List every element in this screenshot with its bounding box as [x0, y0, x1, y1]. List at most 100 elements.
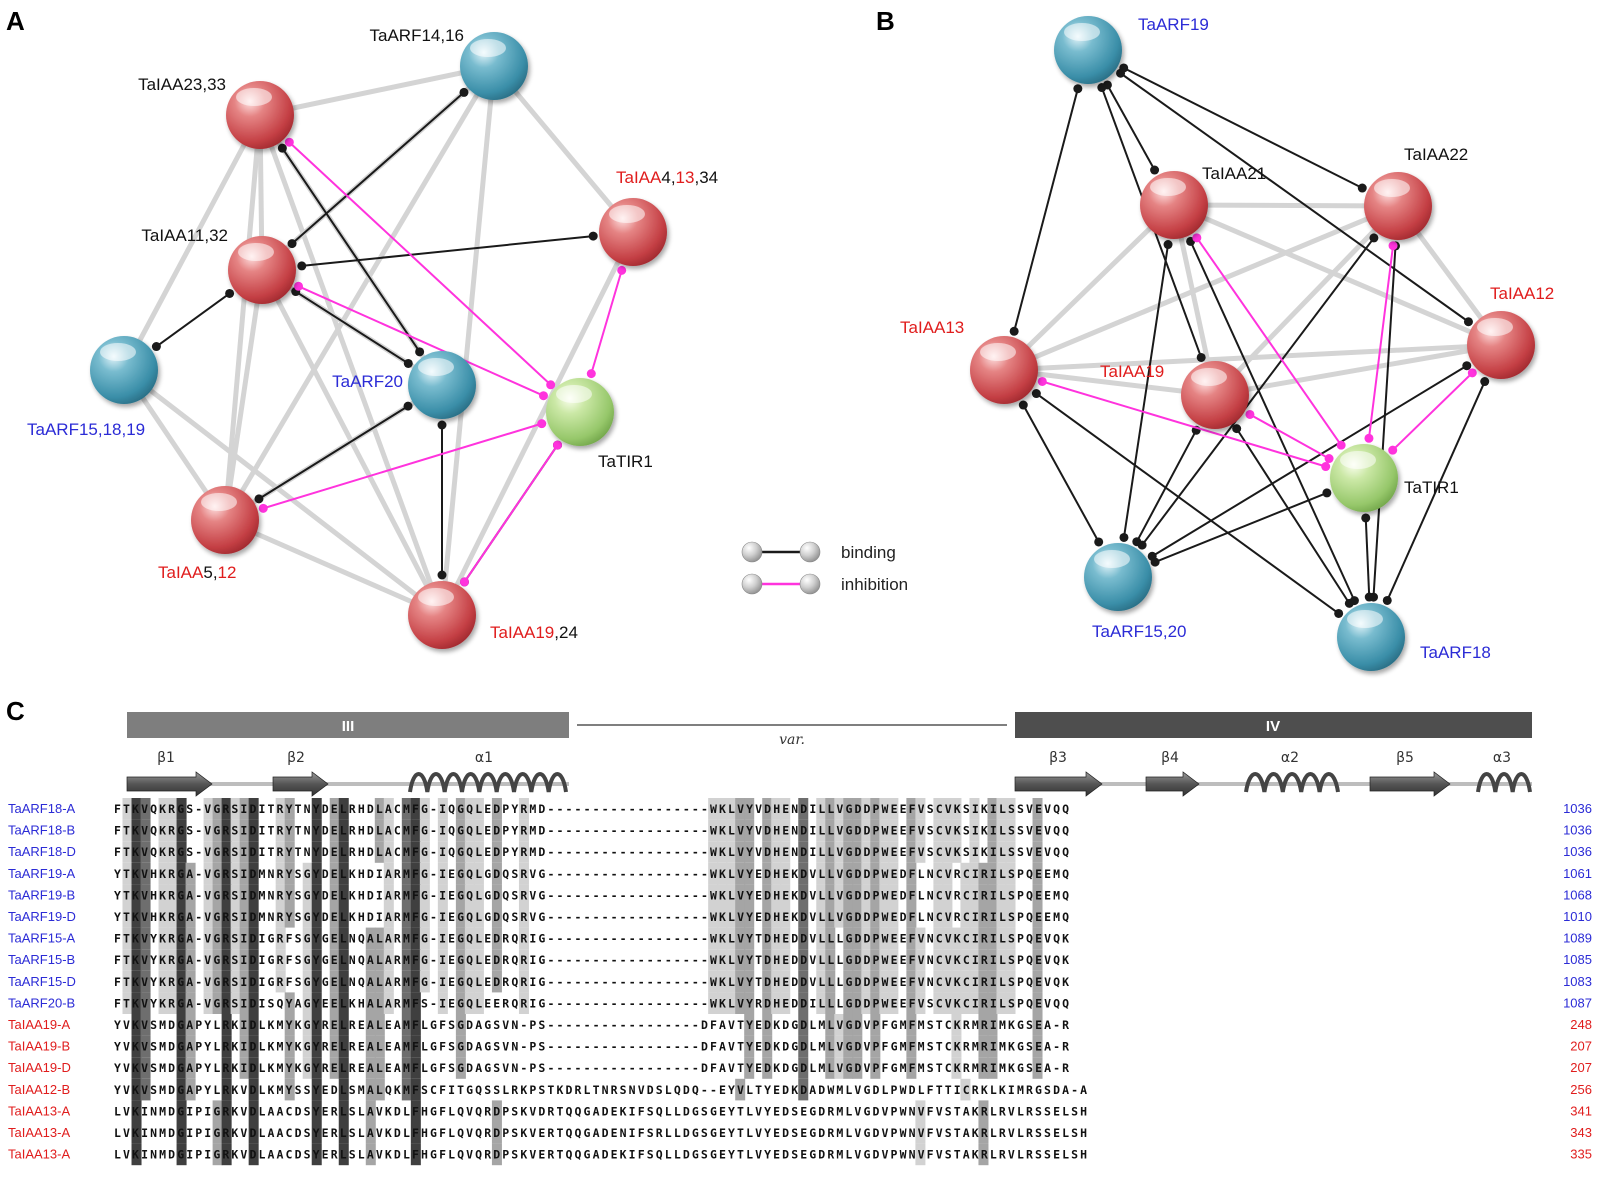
inhibition-edge	[1364, 241, 1398, 443]
background-edge	[223, 517, 444, 618]
inhibition-edge	[284, 137, 556, 390]
node-label: TaTIR1	[598, 452, 653, 471]
node-label: TaIAA13	[900, 318, 964, 337]
sequence-name: TaIAA19-A	[8, 1017, 70, 1032]
node-taiaa21: TaIAA21	[1140, 164, 1266, 239]
sequence-residues: LVKINMDGIPIGRKVDLAACDSYERLSLAVKDLFHGFLQV…	[114, 1148, 1087, 1162]
sequence-name: TaIAA19-B	[8, 1039, 70, 1054]
node-label: TaIAA21	[1202, 164, 1266, 183]
binding-edge	[1382, 377, 1490, 605]
domain-bar-iii: III	[127, 712, 569, 738]
node-taiaa11-32: TaIAA11,32	[141, 226, 296, 304]
binding-edge	[1116, 68, 1473, 327]
beta1-strand: β1	[126, 750, 213, 797]
background-edge	[259, 63, 495, 118]
binding-edge	[287, 87, 469, 249]
domain-iii-label: III	[342, 718, 355, 735]
node-taiaa19-24: TaIAA19,24	[408, 581, 578, 649]
background-edge	[1002, 203, 1176, 372]
background-edge	[1003, 367, 1216, 398]
sequence-length: 1089	[1563, 931, 1592, 946]
panel-letter-c: C	[6, 696, 25, 726]
node-label-part: TaTIR1	[598, 452, 653, 471]
binding-edge	[151, 288, 235, 352]
legend-binding: binding	[741, 541, 896, 563]
sequence-length: 341	[1570, 1103, 1592, 1118]
legend: binding inhibition	[741, 541, 908, 595]
sequence-length: 1036	[1563, 823, 1592, 838]
sequence-length: 207	[1570, 1060, 1592, 1075]
node-label-part: TaTIR1	[1404, 478, 1459, 497]
binding-edge	[437, 420, 447, 580]
node-label: TaIAA4,13,34	[616, 168, 718, 187]
sequence-name: TaARF19-D	[8, 909, 76, 924]
alpha2-helix: α2	[1244, 750, 1340, 793]
beta1-label: β1	[157, 750, 175, 766]
sequence-name: TaARF18-A	[8, 801, 76, 816]
background-edge	[122, 368, 444, 617]
binding-edge	[1031, 389, 1344, 618]
background-edge	[439, 65, 497, 616]
node-label-part: TaARF19	[1138, 15, 1209, 34]
node-label-part: 5,	[203, 563, 217, 582]
node-label-part: TaARF20	[332, 372, 403, 391]
node-taarf20: TaARF20	[332, 351, 476, 419]
binding-edge	[1009, 84, 1083, 336]
domain-bar-iv: IV	[1015, 712, 1532, 738]
node-label-part: TaARF18	[1420, 643, 1491, 662]
node-label: TaIAA12	[1490, 284, 1554, 303]
sequence-length: 335	[1570, 1147, 1592, 1162]
background-edge	[492, 64, 635, 234]
sequence-name: TaARF18-D	[8, 844, 76, 859]
beta5-strand: β5	[1369, 750, 1451, 797]
node-label-part: TaIAA11,32	[141, 226, 228, 245]
domain-var-line: var.	[577, 724, 1007, 748]
node-taiaa5-12: TaIAA5,12	[158, 486, 259, 582]
node-label-part: ,34	[694, 168, 718, 187]
legend-inhibition: inhibition	[741, 573, 908, 595]
sequence-name: TaIAA13-A	[8, 1125, 70, 1140]
beta4-label: β4	[1161, 750, 1179, 766]
node-taiaa19: TaIAA19	[1100, 361, 1249, 429]
alpha3-label: α3	[1493, 750, 1511, 766]
node-taarf15-18-19: TaARF15,18,19	[27, 336, 158, 439]
node-taarf18: TaARF18	[1337, 603, 1491, 671]
node-label-part: TaARF15,20	[1092, 622, 1187, 641]
node-taarf15-20: TaARF15,20	[1084, 543, 1187, 641]
inhibition-edge	[586, 265, 627, 379]
node-label: TaARF18	[1420, 643, 1491, 662]
node-label-part: TaIAA19	[1100, 362, 1164, 381]
binding-edge	[1102, 80, 1160, 175]
sequence-residues: YVKVSMDGAPYLRKVDLKMYSSYEDLSMALQKMFSCFITG…	[114, 1083, 1087, 1097]
panel-letter-b: B	[876, 6, 895, 36]
binding-edge	[1018, 400, 1104, 547]
node-label: TaIAA5,12	[158, 563, 236, 582]
beta3-strand: β3	[1014, 750, 1103, 797]
sequence-length: 256	[1570, 1082, 1592, 1097]
node-label-part: 12	[218, 563, 237, 582]
sequence-name: TaARF19-B	[8, 887, 75, 902]
sequence-length: 207	[1570, 1039, 1592, 1054]
background-edge	[222, 64, 497, 522]
node-label: TaARF15,18,19	[27, 420, 145, 439]
node-label: TaARF14,16	[370, 26, 465, 45]
node-label-part: TaIAA19	[490, 623, 554, 642]
binding-edge	[1119, 240, 1173, 542]
binding-edge	[254, 401, 413, 504]
sequence-length: 1010	[1563, 909, 1592, 924]
node-label-part: 4,	[661, 168, 675, 187]
inhibition-edge	[1245, 409, 1334, 464]
node-taiaa22: TaIAA22	[1364, 145, 1468, 240]
binding-edge	[277, 143, 425, 357]
background-edges-b	[1002, 202, 1504, 398]
background-edge	[1173, 202, 1399, 209]
